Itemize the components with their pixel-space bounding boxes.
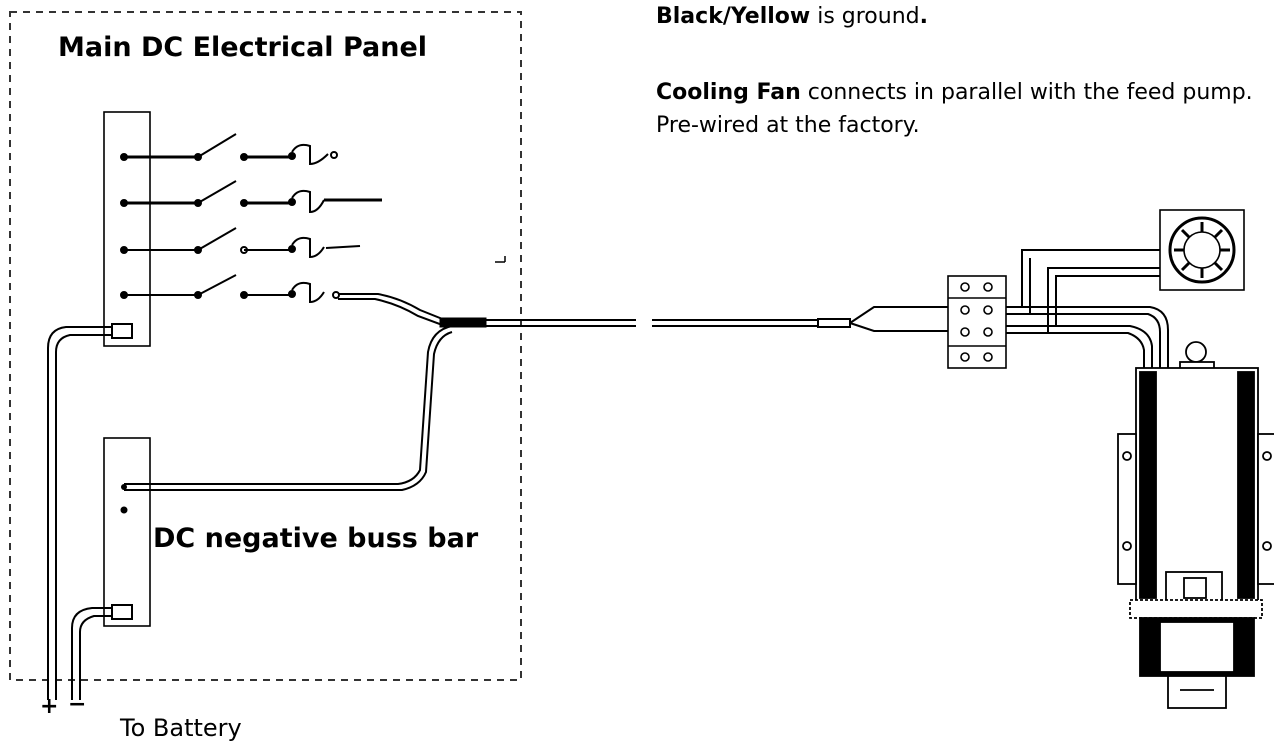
battery-leads xyxy=(47,323,133,700)
ground-note: Black/Yellow is ground. xyxy=(656,0,1256,33)
switch-row-3 xyxy=(120,227,361,259)
cooling-fan-icon xyxy=(1159,209,1245,291)
panel-border xyxy=(9,11,522,681)
fan-note-text: connects in parallel with the feed pump.… xyxy=(656,80,1253,138)
main-cable xyxy=(486,306,950,332)
buss-bar-label: DC negative buss bar xyxy=(153,523,479,554)
positive-busbar xyxy=(103,111,151,347)
panel-title: Main DC Electrical Panel xyxy=(58,32,428,63)
positive-feed-wire xyxy=(338,293,515,328)
negative-return-wire xyxy=(124,325,453,491)
battery-label: To Battery xyxy=(120,714,242,742)
terminal-block xyxy=(947,275,1007,369)
switch-row-1 xyxy=(120,133,338,166)
battery-minus-sign: − xyxy=(68,692,87,717)
fan-note-bold: Cooling Fan xyxy=(656,80,801,105)
battery-plus-sign: + xyxy=(40,694,59,719)
ground-note-end: . xyxy=(919,4,928,29)
ground-note-bold: Black/Yellow xyxy=(656,4,811,29)
switch-row-2 xyxy=(120,180,382,214)
fan-note: Cooling Fan connects in parallel with th… xyxy=(656,76,1256,142)
feed-pump-icon xyxy=(1117,341,1274,709)
switch-row-4 xyxy=(120,274,340,304)
negative-busbar xyxy=(103,437,151,627)
ground-note-text: is ground xyxy=(810,4,920,29)
